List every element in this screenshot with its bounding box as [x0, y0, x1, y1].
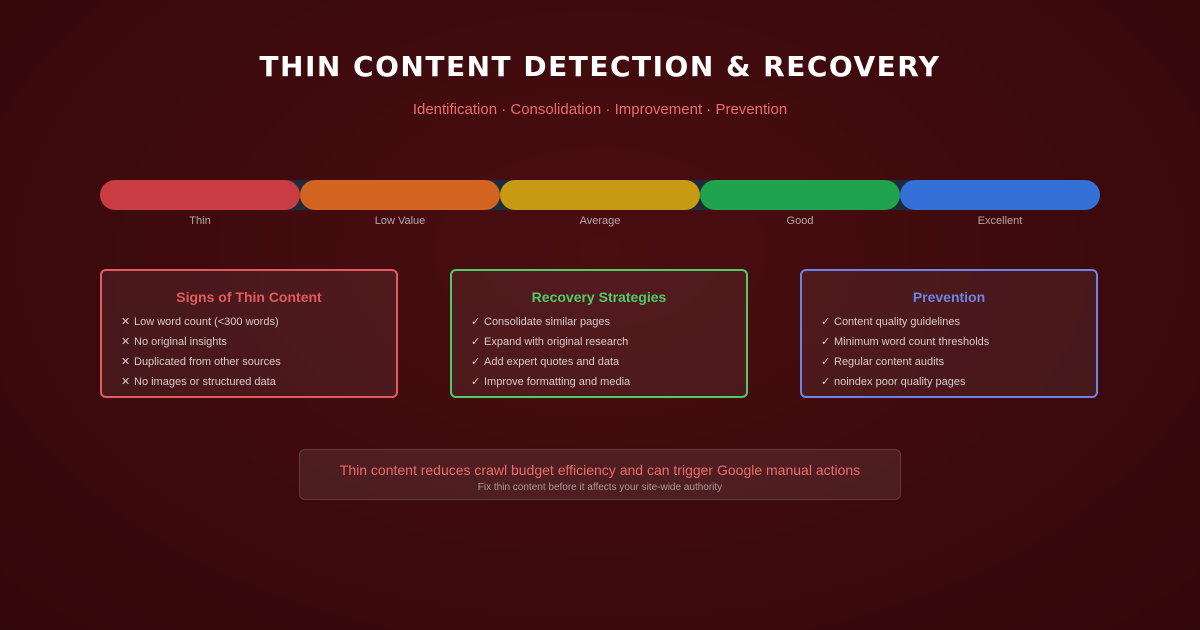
check-icon: ✓ [471, 376, 481, 388]
scale-label-good: Good [786, 215, 814, 227]
list-item: ✓Add expert quotes and data [471, 355, 630, 375]
check-icon: ✓ [821, 376, 831, 388]
list-item: ✓Regular content audits [821, 355, 989, 375]
list-item-text: Duplicated from other sources [134, 356, 281, 368]
check-icon: ✓ [821, 356, 831, 368]
warning-note-main: Thin content reduces crawl budget effici… [339, 462, 861, 478]
check-icon: ✓ [821, 316, 831, 328]
recovery-strategies-card: Recovery Strategies ✓Consolidate similar… [450, 269, 748, 398]
list-item-text: Improve formatting and media [484, 376, 631, 388]
scale-label-excellent: Excellent [977, 215, 1023, 227]
card-title: Signs of Thin Content [176, 289, 322, 305]
card-list: ✕Low word count (<300 words) ✕No origina… [121, 315, 281, 395]
scale-segment-excellent [900, 180, 1100, 210]
list-item-text: No images or structured data [134, 376, 276, 388]
check-icon: ✓ [471, 356, 481, 368]
check-icon: ✓ [471, 336, 481, 348]
card-list: ✓Consolidate similar pages ✓Expand with … [471, 315, 630, 395]
x-icon: ✕ [121, 336, 131, 348]
list-item: ✓noindex poor quality pages [821, 375, 989, 395]
list-item-text: Low word count (<300 words) [134, 316, 279, 328]
x-icon: ✕ [121, 376, 131, 388]
scale-label-average: Average [579, 215, 621, 227]
x-icon: ✕ [121, 316, 131, 328]
list-item-text: Expand with original research [484, 336, 629, 348]
list-item-text: Regular content audits [834, 356, 945, 368]
list-item: ✓Minimum word count thresholds [821, 335, 989, 355]
card-title: Prevention [912, 289, 986, 305]
warning-note: Thin content reduces crawl budget effici… [299, 449, 901, 500]
list-item: ✓Content quality guidelines [821, 315, 989, 335]
page-subtitle: Identification · Consolidation · Improve… [412, 101, 788, 118]
list-item: ✕Low word count (<300 words) [121, 315, 281, 335]
list-item: ✓Improve formatting and media [471, 375, 630, 395]
scale-segment-low-value [300, 180, 500, 210]
page-title: THIN CONTENT DETECTION & RECOVERY [259, 50, 941, 83]
list-item-text: Consolidate similar pages [484, 316, 610, 328]
scale-segment-thin [100, 180, 300, 210]
list-item-text: No original insights [134, 336, 227, 348]
card-list: ✓Content quality guidelines ✓Minimum wor… [821, 315, 989, 395]
list-item: ✓Consolidate similar pages [471, 315, 630, 335]
list-item-text: noindex poor quality pages [834, 376, 966, 388]
list-item: ✓Expand with original research [471, 335, 630, 355]
list-item: ✕No original insights [121, 335, 281, 355]
warning-note-sub: Fix thin content before it affects your … [477, 482, 723, 493]
check-icon: ✓ [471, 316, 481, 328]
scale-label-low-value: Low Value [374, 215, 426, 227]
list-item: ✕Duplicated from other sources [121, 355, 281, 375]
x-icon: ✕ [121, 356, 131, 368]
scale-segment-good [700, 180, 900, 210]
list-item-text: Minimum word count thresholds [834, 336, 990, 348]
list-item: ✕No images or structured data [121, 375, 281, 395]
list-item-text: Content quality guidelines [834, 316, 960, 328]
list-item-text: Add expert quotes and data [484, 356, 620, 368]
prevention-card: Prevention ✓Content quality guidelines ✓… [800, 269, 1098, 398]
scale-label-thin: Thin [189, 215, 211, 227]
check-icon: ✓ [821, 336, 831, 348]
scale-segment-average [500, 180, 700, 210]
card-title: Recovery Strategies [531, 289, 667, 305]
signs-of-thin-content-card: Signs of Thin Content ✕Low word count (<… [100, 269, 398, 398]
